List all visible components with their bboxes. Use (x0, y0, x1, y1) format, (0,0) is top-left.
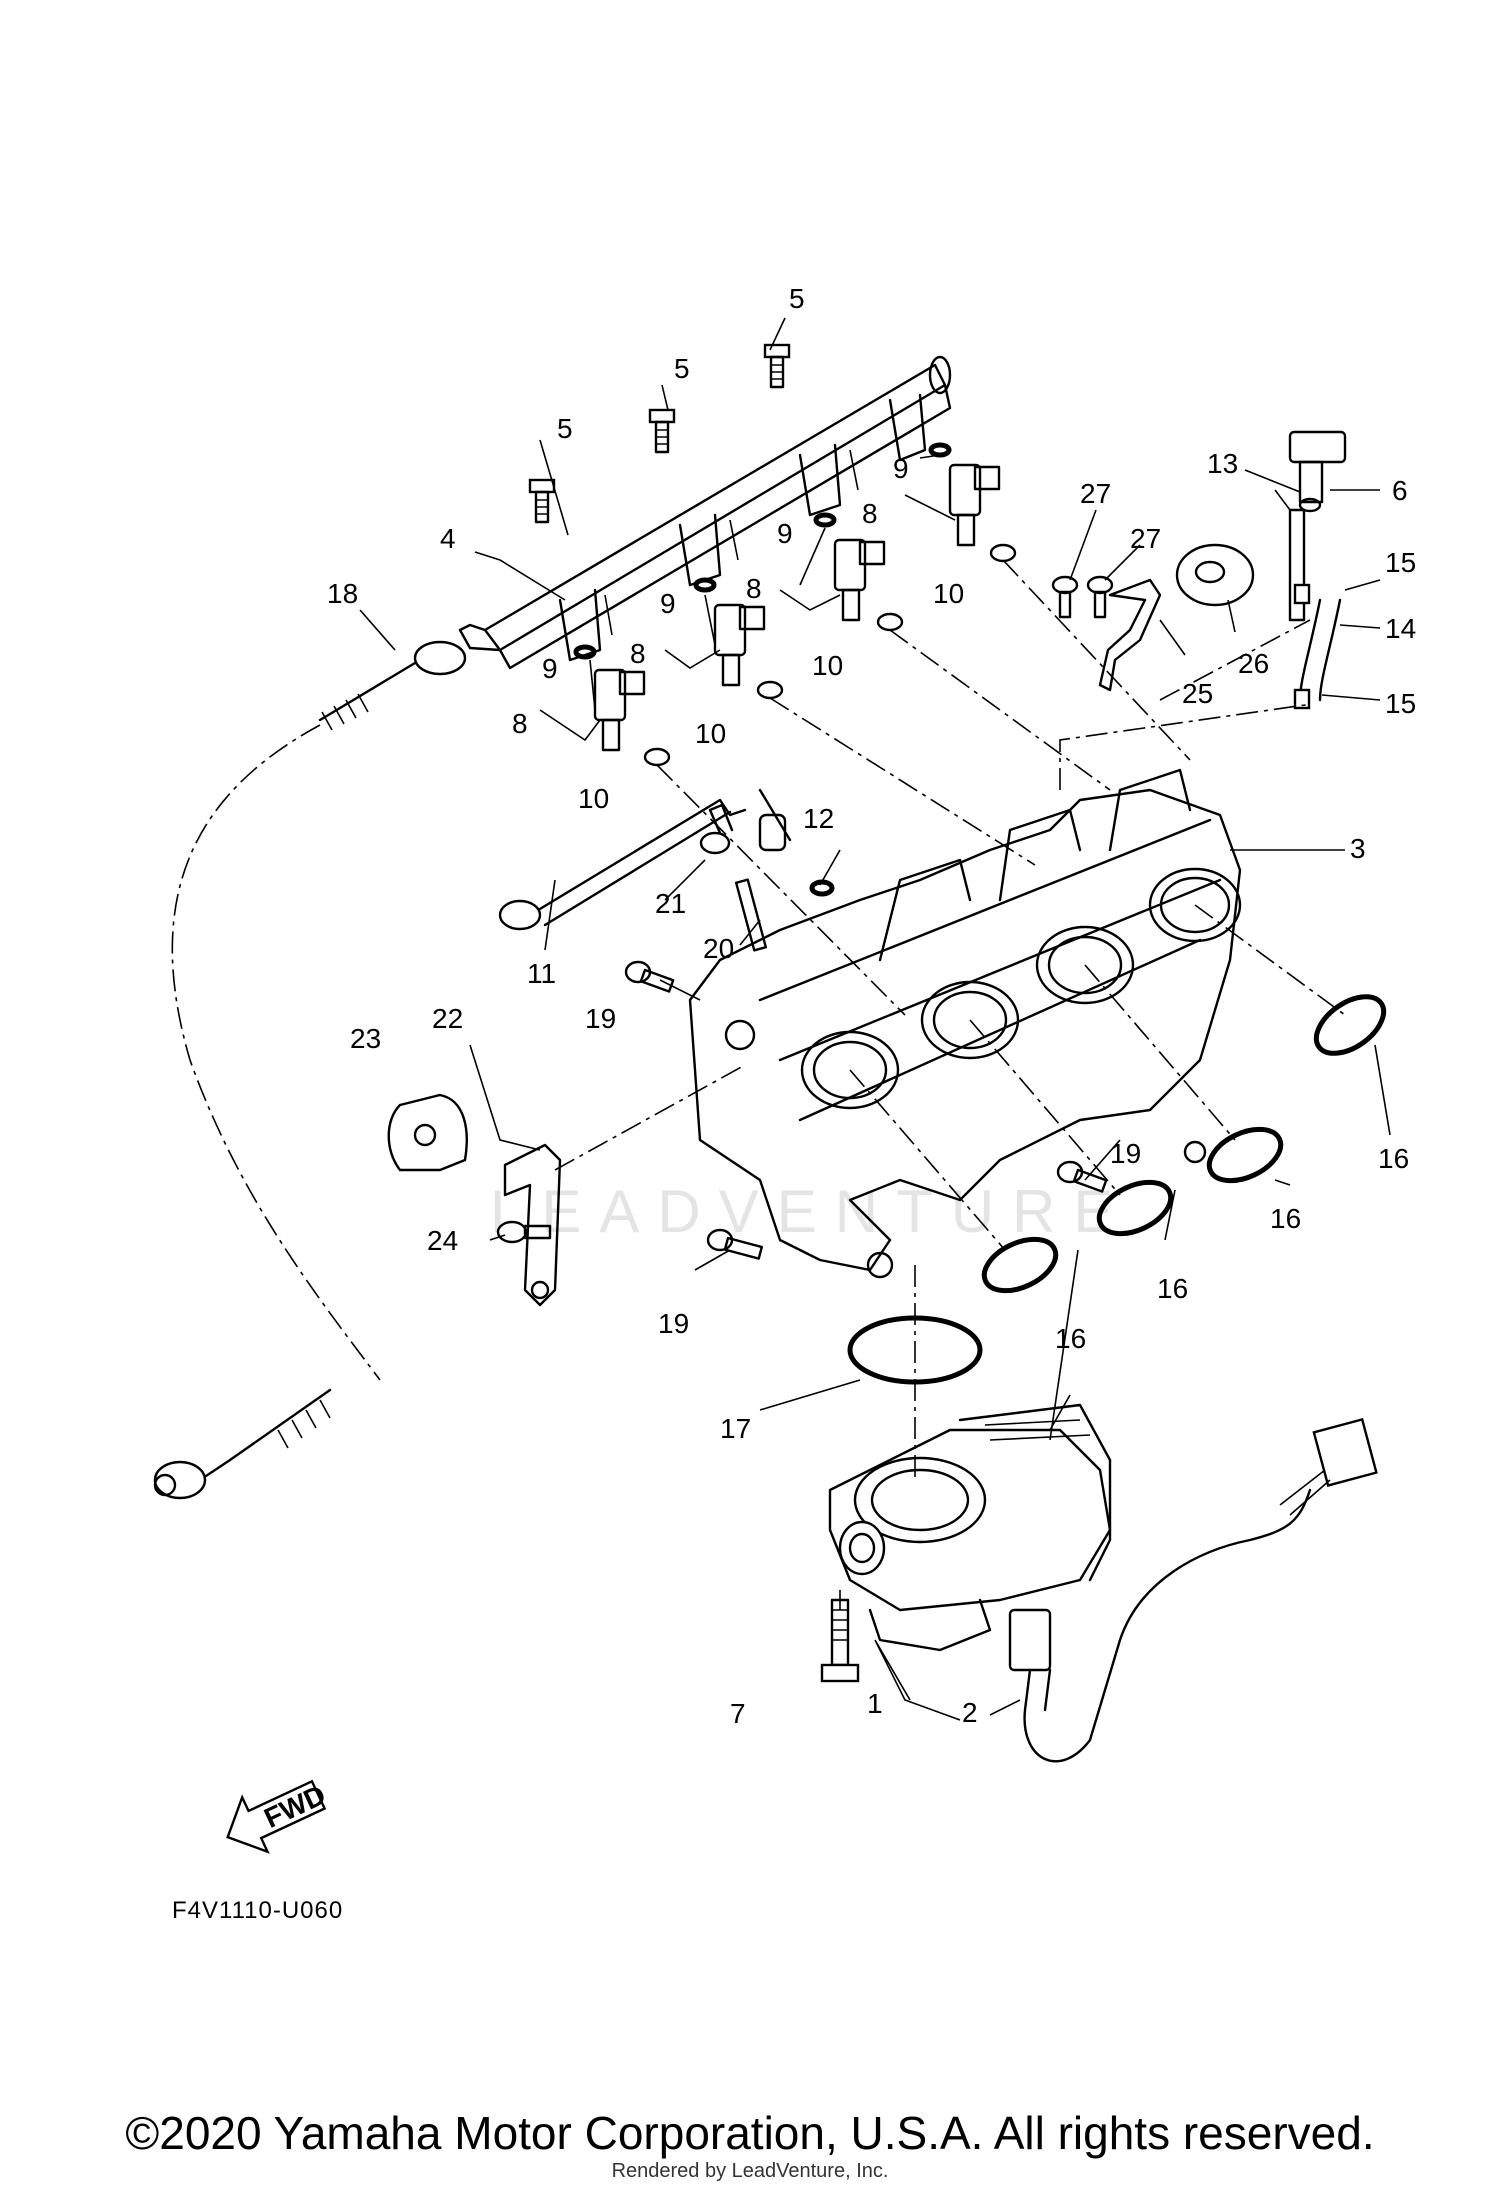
callout-number: 9 (893, 453, 909, 484)
callout-number: 5 (557, 413, 573, 444)
manifold-gasket[interactable] (1091, 1172, 1178, 1244)
callout-number: 22 (432, 1003, 463, 1034)
manifold-gasket[interactable] (1201, 1119, 1288, 1191)
callout-number: 14 (1385, 613, 1416, 644)
callout-number: 8 (630, 638, 646, 669)
forward-arrow-icon: FWD (226, 1779, 330, 1854)
plate-bolt[interactable] (1051, 575, 1114, 619)
injector[interactable] (693, 577, 784, 700)
manifold-bolt[interactable] (624, 960, 675, 993)
callout-number: 11 (527, 958, 556, 989)
rail-bolt[interactable] (528, 478, 556, 524)
alignment-lines (554, 559, 1346, 1610)
callout-number: 8 (512, 708, 528, 739)
rendered-by-notice: Rendered by LeadVenture, Inc. (611, 2160, 889, 2182)
callout-number: 1 (867, 1688, 883, 1719)
callout-number: 26 (1238, 648, 1269, 679)
callout-number: 18 (327, 578, 358, 609)
watermark-text: LEADVENTURE (490, 1178, 1131, 1245)
callout-number: 3 (1350, 833, 1366, 864)
callout-number: 19 (658, 1308, 689, 1339)
injector[interactable] (928, 442, 1017, 563)
fuel-hose[interactable] (498, 788, 792, 931)
callout-number: 10 (933, 578, 964, 609)
callout-number: 10 (812, 650, 843, 681)
callout-number: 16 (1378, 1143, 1409, 1174)
callout-number: 10 (695, 718, 726, 749)
vacuum-hose[interactable] (1288, 508, 1342, 710)
copyright-notice: ©2020 Yamaha Motor Corporation, U.S.A. A… (125, 2107, 1375, 2159)
callout-number: 8 (746, 573, 762, 604)
callout-number: 21 (655, 888, 686, 919)
leader-lines (359, 317, 1391, 1721)
rail-bolt[interactable] (648, 408, 676, 454)
damper[interactable] (387, 1093, 468, 1172)
callout-number: 17 (720, 1413, 751, 1444)
rail-bolt[interactable] (763, 343, 791, 389)
callout-number: 25 (1182, 678, 1213, 709)
manifold-gasket[interactable] (1306, 985, 1393, 1065)
throttle-harness[interactable] (1008, 1417, 1378, 1763)
callout-number: 20 (703, 933, 734, 964)
callout-number: 9 (777, 518, 793, 549)
callout-number: 16 (1157, 1273, 1188, 1304)
callout-number: 24 (427, 1225, 458, 1256)
plate-bracket[interactable] (1098, 578, 1162, 692)
callout-number: 12 (803, 803, 834, 834)
fwd-label: FWD (259, 1779, 330, 1834)
stud-bolt[interactable] (734, 878, 768, 952)
manifold-bolt[interactable] (706, 1228, 764, 1260)
callout-number: 2 (962, 1697, 978, 1728)
callout-number: 10 (578, 783, 609, 814)
callout-number: 6 (1392, 475, 1408, 506)
bracket[interactable] (503, 1143, 562, 1307)
injector[interactable] (573, 644, 671, 767)
callout-number: 16 (1055, 1323, 1086, 1354)
callout-number: 9 (542, 653, 558, 684)
fuel-rail[interactable] (458, 355, 952, 670)
callout-number: 7 (730, 1698, 746, 1729)
bracket-bolt[interactable] (496, 1220, 552, 1244)
callout-number: 8 (862, 498, 878, 529)
manifold-bolt[interactable] (1056, 1160, 1108, 1193)
callout-number: 23 (350, 1023, 381, 1054)
manifold-gasket[interactable] (976, 1229, 1063, 1301)
callout-number: 15 (1385, 688, 1416, 719)
throttle-bolt[interactable] (820, 1598, 860, 1683)
pressure-sensor[interactable] (1288, 430, 1347, 513)
callout-number: 19 (585, 1003, 616, 1034)
callout-number: 5 (789, 283, 805, 314)
callout-number: 13 (1207, 448, 1238, 479)
injector[interactable] (813, 512, 904, 632)
damper-ring[interactable] (1175, 543, 1255, 607)
callout-number: 27 (1080, 478, 1111, 509)
callout-number: 16 (1270, 1203, 1301, 1234)
callout-number: 4 (440, 523, 456, 554)
figure-code: F4V1110-U060 (172, 1897, 343, 1924)
throttle-body[interactable] (828, 1403, 1112, 1652)
callout-number: 27 (1130, 523, 1161, 554)
callout-number: 19 (1110, 1138, 1141, 1169)
callout-labels: 1 2 3 4 5 5 5 5 6 7 8 8 8 8 9 9 9 9 10 1… (327, 283, 1416, 1729)
callout-number: 9 (660, 588, 676, 619)
callout-number: 5 (674, 353, 690, 384)
fitting-ring[interactable] (809, 879, 835, 897)
fuel-feed-hose[interactable] (153, 640, 467, 1500)
callout-number: 15 (1385, 547, 1416, 578)
hose-fitting[interactable] (699, 803, 734, 855)
intake-manifold[interactable] (688, 768, 1242, 1279)
